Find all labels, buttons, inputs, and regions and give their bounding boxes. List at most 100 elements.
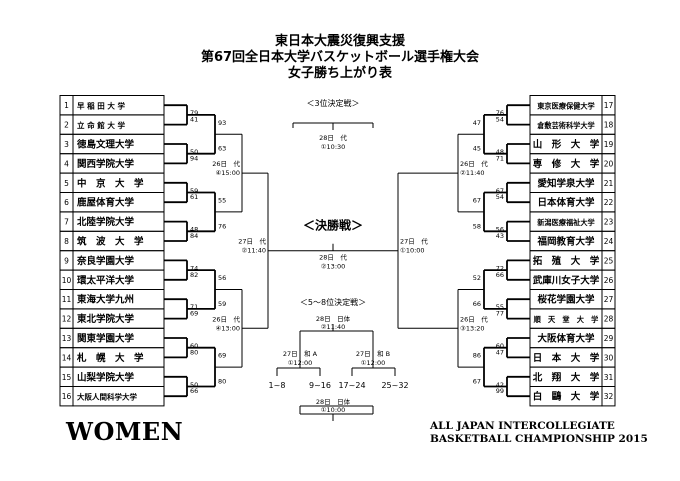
team-name: 日本体育大学 [537, 197, 595, 209]
match-info: 26日 代 [212, 314, 240, 323]
team-name: 武庫川女子大学 [533, 274, 600, 286]
team-number: 2 [64, 121, 69, 130]
team-name: 新潟医療福祉大学 [537, 218, 595, 227]
score: 67 [473, 378, 481, 386]
match-info: 28日 日体 [316, 314, 351, 323]
score: 50 [190, 381, 198, 389]
match-info: 26日 代 [212, 159, 240, 168]
team-name: 東海大学九州 [76, 294, 134, 306]
team-number: 15 [62, 373, 72, 382]
score: 76 [496, 109, 504, 117]
team-name: 桜花学園大学 [537, 294, 595, 306]
score: 86 [473, 352, 481, 360]
team-number: 28 [604, 315, 614, 324]
team-name: 関東学園大学 [77, 333, 135, 345]
score: 47 [496, 348, 504, 356]
score: 58 [473, 222, 481, 230]
team-name: 福岡教育大学 [536, 236, 595, 248]
team-name: 鹿屋体育大学 [76, 197, 135, 209]
title-line-1: 東日本大震災復興支援 [274, 34, 405, 49]
team-number: 22 [604, 198, 614, 207]
match-info: 27日 代 [400, 237, 428, 246]
team-number: 31 [604, 373, 614, 382]
match-info: ④15:00 [215, 169, 240, 177]
match-info: 27日 代 [238, 237, 266, 246]
team-number-cell [601, 386, 616, 407]
team-name: 日 本 大 学 [533, 352, 600, 364]
match-info: ②11:40 [321, 323, 346, 331]
seed-label: 9~16 [309, 381, 331, 390]
team-number: 20 [604, 159, 614, 168]
team-name: 順 天 堂 大 学 [533, 315, 599, 324]
score: 59 [190, 187, 198, 195]
team-name: 立 命 館 大 学 [77, 120, 125, 130]
third-place-label: ＜3位決定戦＞ [306, 98, 359, 108]
score: 77 [496, 310, 504, 318]
team-name: 拓 殖 大 学 [533, 255, 600, 267]
score: 63 [218, 145, 226, 153]
title-line-2: 第67回全日本大学バスケットボール選手権大会 [200, 50, 480, 65]
team-number: 13 [62, 334, 72, 343]
team-number: 5 [64, 179, 69, 188]
score: 61 [190, 193, 198, 201]
team-number: 32 [604, 392, 614, 401]
team-name: 倉敷芸術科学大学 [536, 121, 595, 130]
team-name: 筑 波 大 学 [77, 236, 144, 248]
score: 41 [190, 116, 198, 124]
team-name: 徳島文理大学 [76, 139, 135, 151]
team-number: 19 [604, 140, 614, 149]
score: 69 [190, 310, 198, 318]
team-number: 12 [62, 315, 72, 324]
score: 55 [496, 303, 504, 311]
score: 94 [190, 154, 198, 162]
score: 82 [190, 271, 198, 279]
team-name: 専 修 大 学 [533, 158, 600, 170]
team-number: 21 [604, 179, 614, 188]
match-info: ①12:00 [361, 359, 386, 367]
match-info: ①10:00 [400, 247, 425, 255]
team-number: 9 [64, 256, 69, 265]
team-number: 3 [64, 140, 69, 149]
team-name: 大阪体育大学 [537, 333, 595, 345]
score: 56 [496, 226, 504, 234]
team-number: 23 [604, 218, 614, 227]
score: 93 [218, 119, 226, 127]
score: 59 [218, 300, 226, 308]
score: 79 [190, 109, 198, 117]
match-info: ①10:00 [321, 406, 346, 414]
score: 56 [218, 274, 226, 282]
team-number: 25 [604, 256, 614, 265]
consolation-label: ＜5～8位決定戦＞ [300, 297, 366, 307]
score: 48 [496, 148, 504, 156]
match-info: ②11:40 [241, 247, 266, 255]
score: 42 [496, 381, 504, 389]
score: 69 [218, 352, 226, 360]
score: 99 [496, 387, 504, 395]
footer-women: WOMEN [66, 417, 184, 446]
footer-title-line-1: ALL JAPAN INTERCOLLEGIATE [430, 420, 615, 432]
score: 54 [496, 193, 504, 201]
team-name: 大阪人間科学大学 [77, 392, 137, 402]
seed-label: 1~8 [269, 381, 286, 390]
score: 74 [190, 264, 198, 272]
team-name: 山 形 大 学 [533, 139, 600, 151]
final-label: ＜決勝戦＞ [303, 218, 363, 233]
match-info: 28日 代 [319, 133, 347, 142]
seed-label: 17~24 [338, 381, 365, 390]
score: 66 [190, 387, 198, 395]
score: 66 [473, 300, 481, 308]
team-number: 4 [64, 159, 69, 168]
team-number: 8 [64, 237, 69, 246]
team-number: 18 [604, 121, 614, 130]
seed-label: 25~32 [381, 381, 408, 390]
score: 45 [473, 145, 481, 153]
match-info: ②11:40 [460, 169, 485, 177]
team-number: 1 [64, 101, 69, 110]
score: 43 [496, 232, 504, 240]
score: 80 [190, 348, 198, 356]
team-name: 東京医療保健大学 [536, 102, 595, 111]
match-info: 28日 代 [319, 253, 347, 262]
team-name: 北陸学院大学 [77, 216, 135, 228]
team-name: 中 京 大 学 [77, 177, 144, 189]
match-info: 27日 和 B [356, 349, 390, 358]
